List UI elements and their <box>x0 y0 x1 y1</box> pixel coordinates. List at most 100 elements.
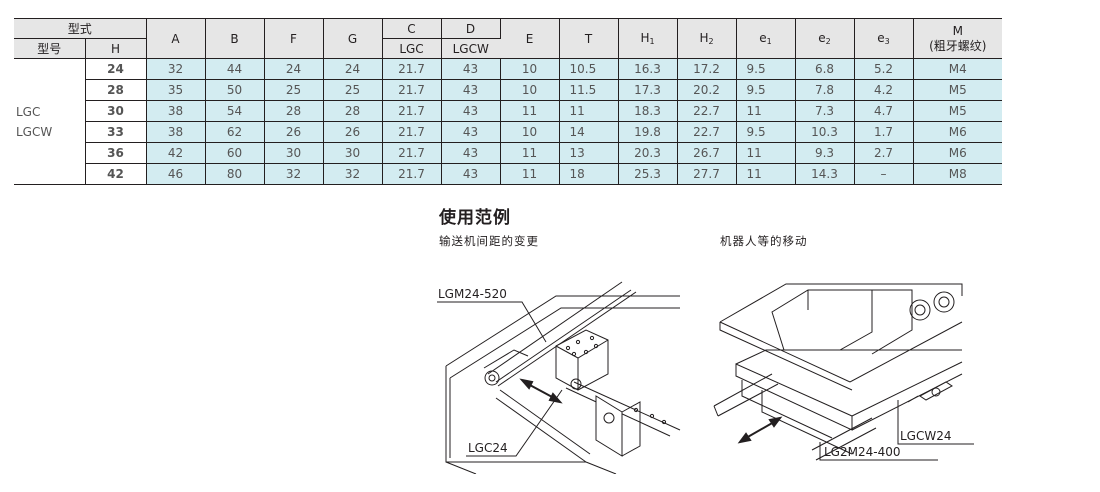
cell-h2: 26.7 <box>677 142 737 164</box>
cell-e1: 9.5 <box>736 121 796 143</box>
header-t: T <box>559 18 619 59</box>
cell-c: 21.7 <box>382 142 442 164</box>
cell-e3: 4.7 <box>854 100 914 122</box>
cell-h1: 18.3 <box>618 100 678 122</box>
model-lgc: LGC <box>16 104 41 119</box>
header-m: M(粗牙螺纹) <box>913 18 1002 59</box>
cell-t: 10.5 <box>559 58 619 80</box>
cell-h2: 17.2 <box>677 58 737 80</box>
cell-m: M8 <box>913 163 1002 185</box>
cell-t: 11 <box>559 100 619 122</box>
cell-g: 25 <box>323 79 383 101</box>
cell-t: 18 <box>559 163 619 185</box>
header-b: B <box>205 18 265 59</box>
cell-h: 28 <box>85 79 147 101</box>
header-a: A <box>146 18 206 59</box>
label-lgc24: LGC24 <box>468 441 508 455</box>
label-lgm24-520: LGM24-520 <box>438 287 507 301</box>
cell-a: 46 <box>146 163 206 185</box>
header-e3: e3 <box>854 18 914 59</box>
cell-e3: 2.7 <box>854 142 914 164</box>
cell-e1: 9.5 <box>736 79 796 101</box>
cell-e1: 11 <box>736 163 796 185</box>
cell-e2: 14.3 <box>795 163 855 185</box>
cell-c: 21.7 <box>382 58 442 80</box>
model-cell: LGC LGCW <box>14 58 86 185</box>
cell-h2: 22.7 <box>677 100 737 122</box>
cell-h: 24 <box>85 58 147 80</box>
cell-e1: 11 <box>736 142 796 164</box>
cell-m: M6 <box>913 142 1002 164</box>
cell-h1: 17.3 <box>618 79 678 101</box>
header-type: 型式 <box>14 18 147 39</box>
cell-c: 21.7 <box>382 79 442 101</box>
cell-e2: 9.3 <box>795 142 855 164</box>
cell-f: 30 <box>264 142 324 164</box>
cell-h: 42 <box>85 163 147 185</box>
cell-c: 21.7 <box>382 121 442 143</box>
cell-b: 44 <box>205 58 265 80</box>
cell-e3: – <box>854 163 914 185</box>
conveyor-illustration: LGM24-520 LGC24 <box>437 281 681 474</box>
cell-g: 28 <box>323 100 383 122</box>
cell-a: 35 <box>146 79 206 101</box>
header-h1: H1 <box>618 18 678 59</box>
cell-g: 24 <box>323 58 383 80</box>
cell-h1: 16.3 <box>618 58 678 80</box>
cell-b: 50 <box>205 79 265 101</box>
usage-caption-conveyor: 输送机间距的变更 <box>439 234 539 248</box>
cell-m: M5 <box>913 79 1002 101</box>
cell-e2: 10.3 <box>795 121 855 143</box>
cell-d: 43 <box>441 163 501 185</box>
cell-c: 21.7 <box>382 163 442 185</box>
cell-h: 30 <box>85 100 147 122</box>
cell-h2: 22.7 <box>677 121 737 143</box>
header-d: D <box>441 18 501 39</box>
cell-b: 80 <box>205 163 265 185</box>
cell-h: 33 <box>85 121 147 143</box>
cell-t: 13 <box>559 142 619 164</box>
cell-e1: 9.5 <box>736 58 796 80</box>
cell-e: 11 <box>500 142 560 164</box>
cell-d: 43 <box>441 58 501 80</box>
cell-a: 38 <box>146 121 206 143</box>
robot-illustration: LGCW24 LG2M24-400 <box>713 283 974 461</box>
header-c: C <box>382 18 442 39</box>
cell-h1: 20.3 <box>618 142 678 164</box>
cell-e: 11 <box>500 100 560 122</box>
cell-d: 43 <box>441 79 501 101</box>
header-e1: e1 <box>736 18 796 59</box>
cell-e3: 4.2 <box>854 79 914 101</box>
spec-table: 型式 A B F G C D E T H1 H2 e1 e2 e3 M(粗牙螺纹… <box>14 18 1002 185</box>
cell-d: 43 <box>441 100 501 122</box>
cell-f: 26 <box>264 121 324 143</box>
cell-c: 21.7 <box>382 100 442 122</box>
label-lg2m24-400: LG2M24-400 <box>824 445 900 459</box>
cell-h1: 19.8 <box>618 121 678 143</box>
cell-t: 11.5 <box>559 79 619 101</box>
cell-e2: 6.8 <box>795 58 855 80</box>
cell-e2: 7.3 <box>795 100 855 122</box>
cell-t: 14 <box>559 121 619 143</box>
model-lgcw: LGCW <box>16 124 53 139</box>
header-f: F <box>264 18 324 59</box>
cell-g: 32 <box>323 163 383 185</box>
header-h2: H2 <box>677 18 737 59</box>
cell-h2: 20.2 <box>677 79 737 101</box>
cell-e: 10 <box>500 79 560 101</box>
cell-f: 32 <box>264 163 324 185</box>
cell-h2: 27.7 <box>677 163 737 185</box>
cell-m: M6 <box>913 121 1002 143</box>
cell-e: 10 <box>500 121 560 143</box>
cell-f: 28 <box>264 100 324 122</box>
cell-m: M4 <box>913 58 1002 80</box>
cell-e3: 1.7 <box>854 121 914 143</box>
cell-f: 24 <box>264 58 324 80</box>
cell-f: 25 <box>264 79 324 101</box>
cell-g: 30 <box>323 142 383 164</box>
cell-a: 42 <box>146 142 206 164</box>
